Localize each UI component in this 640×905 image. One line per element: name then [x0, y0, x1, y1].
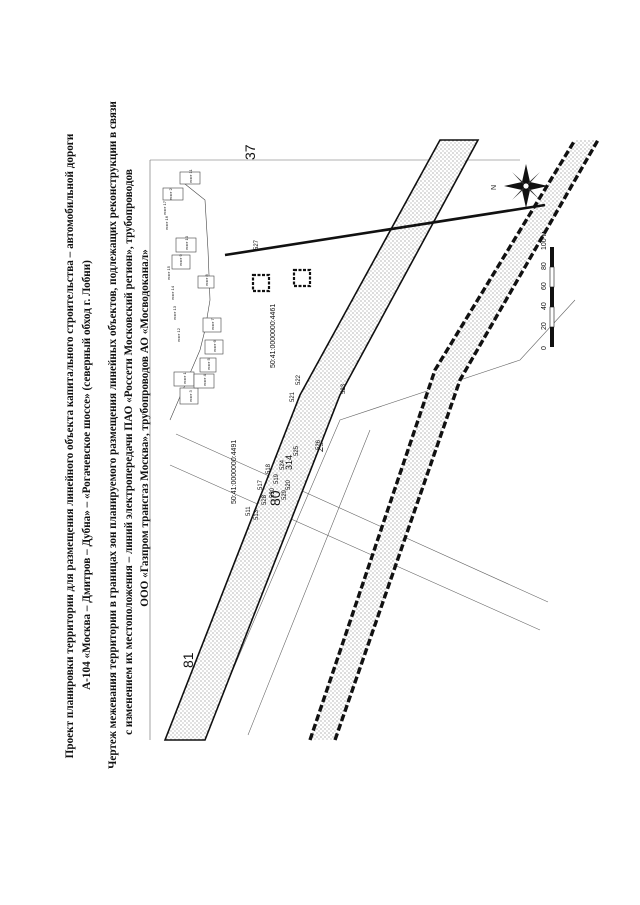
scale-bar: 0 20 40 60 80 100 м: [541, 231, 555, 350]
point-label: 526: [316, 439, 322, 450]
scale-tick-label: 40: [541, 302, 548, 310]
compass-north-label: N: [491, 185, 498, 190]
scale-tick-label: 0: [541, 346, 548, 350]
inset-sheet-label: лист 11: [188, 169, 193, 183]
point-label: 524: [280, 459, 286, 470]
inset-sheet-box: [179, 387, 199, 405]
inset-sheet-label: лист 16: [164, 215, 169, 230]
inset-sheet-box: [171, 254, 191, 270]
point-label: 519: [274, 473, 280, 484]
inset-scheme: [162, 171, 224, 421]
inset-sheet-box: [193, 373, 215, 389]
inset-sheet-box: [199, 357, 217, 373]
inset-sheet-label: лист 14: [170, 285, 175, 300]
compass-rose-icon: [504, 164, 548, 208]
inset-sheet-label: лист 6: [212, 339, 217, 352]
point-label: 517: [258, 479, 264, 490]
point-label: 530: [270, 487, 276, 498]
scale-tick-label: 60: [541, 282, 548, 290]
inset-sheet-label: лист 4: [202, 373, 207, 386]
point-label: 518: [266, 463, 272, 474]
inset-sheet-box: [197, 275, 215, 289]
parcel-label-fragment: 314: [284, 455, 294, 470]
scale-tick-label: 100 м: [541, 231, 548, 250]
parcel-label-middle: 50:41:0000000:4491: [231, 440, 238, 504]
inset-sheet-box: [204, 339, 224, 355]
inset-sheet-box: [179, 171, 201, 185]
point-labels: 511 513 517 518 519 520 521 522 523 524 …: [246, 239, 347, 520]
inset-sheet-box: [162, 187, 184, 201]
planning-zone-band: [163, 139, 480, 741]
point-label: 513: [254, 509, 260, 520]
zone-label-middle: 80: [267, 490, 283, 506]
inset-sheet-label: лист 1: [182, 371, 187, 384]
scale-tick-label: 20: [541, 322, 548, 330]
zone-label-south: 81: [180, 652, 196, 668]
inset-sheet-box: [175, 237, 197, 253]
scale-tick-label: 80: [541, 262, 548, 270]
inset-sheet-label: лист 15: [166, 265, 171, 280]
point-label: 520: [286, 479, 292, 490]
inset-sheet-labels: лист 1 лист 2 лист 3 лист 4 лист 5 лист …: [162, 169, 217, 402]
inset-sheet-label: лист 13: [172, 305, 177, 320]
point-label: 525: [294, 445, 300, 456]
point-label: 528: [262, 494, 268, 505]
inset-sheet-label: лист 7: [210, 317, 215, 330]
point-label: 522: [296, 374, 302, 385]
parcel-label-north: 50:41:0000000:4461: [270, 304, 277, 368]
point-label: 529: [282, 489, 288, 500]
inset-sheet-label: лист 5: [206, 357, 211, 370]
inset-sheet-label: лист 9: [178, 253, 183, 266]
inset-sheet-label: лист 10: [184, 235, 189, 250]
zone-label-north: 37: [242, 144, 258, 160]
point-label: 511: [246, 506, 252, 516]
point-label: 527: [254, 239, 260, 250]
inset-sheet-box: [202, 317, 222, 333]
inset-sheet-label: лист 2: [168, 187, 173, 200]
inset-sheet-label: лист 17: [162, 200, 167, 215]
small-structures: [251, 268, 312, 293]
crossing-pipeline: [224, 203, 546, 257]
inset-sheet-label: лист 12: [176, 327, 181, 342]
corridor-right: [308, 139, 600, 741]
inset-sheet-label: лист 8: [204, 273, 209, 286]
point-label: 523: [341, 383, 347, 394]
inset-sheet-label: лист 3: [188, 389, 193, 402]
point-label: 521: [290, 391, 296, 402]
